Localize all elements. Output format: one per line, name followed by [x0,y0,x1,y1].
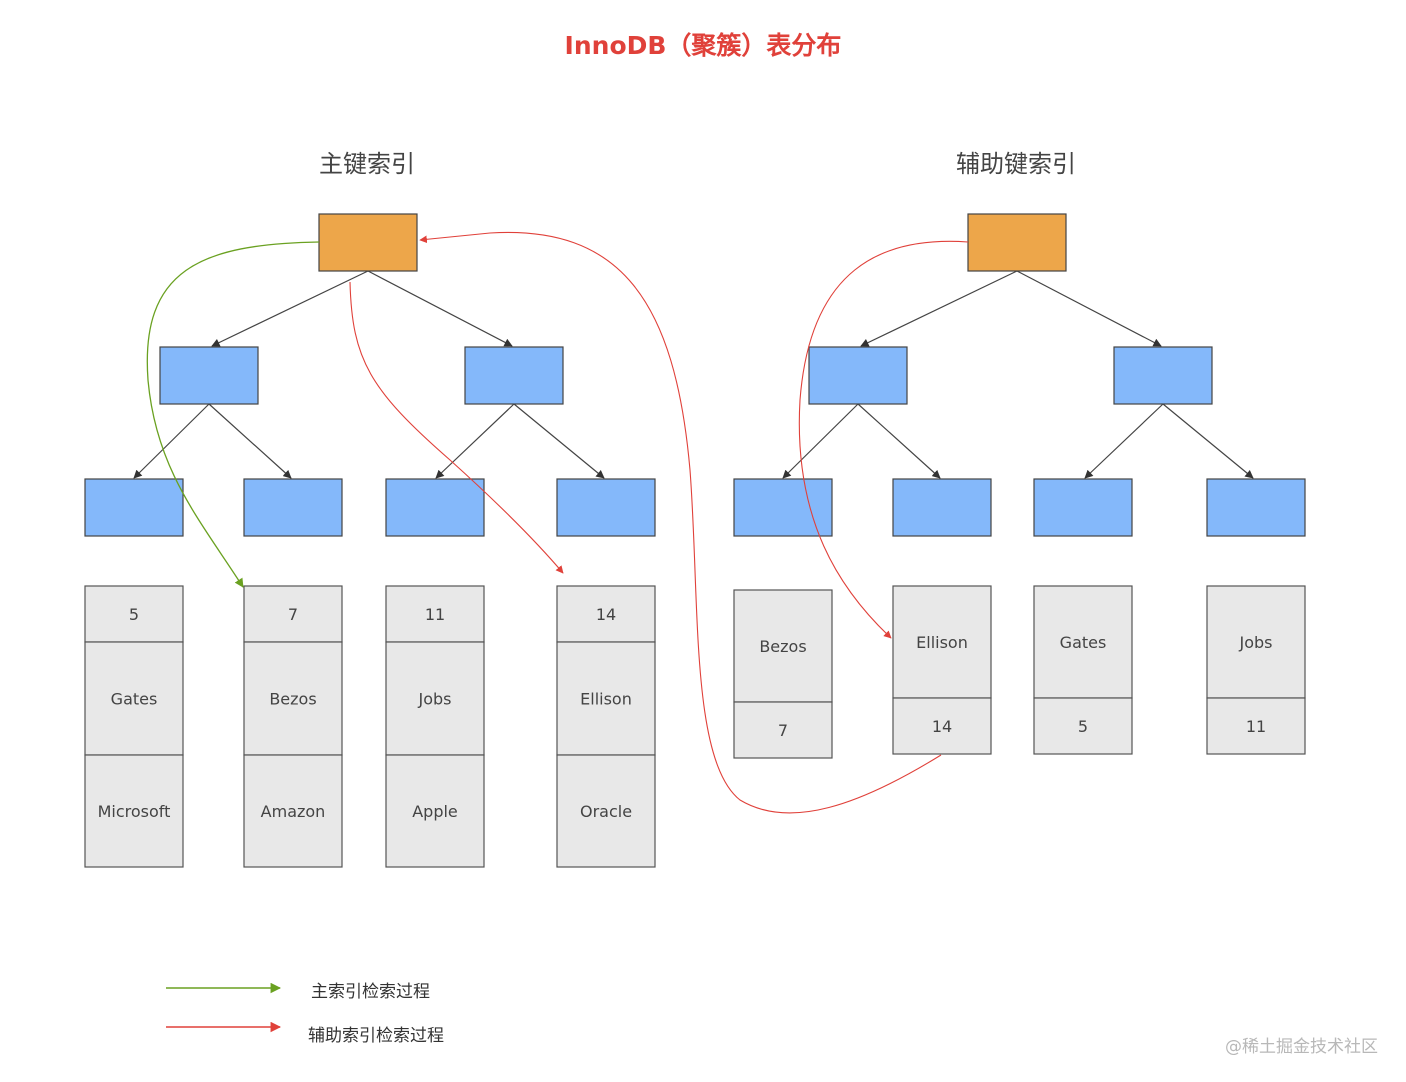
primary-level2-node [385,478,485,537]
legend-primary-label: 主索引检索过程 [311,982,430,1002]
primary-leaf-company-cell [84,754,184,868]
primary-leaf-company-text: Oracle [580,802,632,821]
tree-edge [133,403,210,479]
primary-leaf-name-text: Ellison [580,690,632,709]
diagram-title: InnoDB（聚簇）表分布 [564,31,842,60]
tree-edge [208,403,292,479]
primary-leaf-company-text: Amazon [261,802,326,821]
primary-leaf-company-text: Apple [412,802,458,821]
primary-leaf-id-text: 11 [425,605,445,624]
secondary-leaf-id-text: 5 [1078,717,1088,736]
secondary-inner-node [808,346,908,405]
secondary-search-path-back-to-primary-root [419,231,942,814]
primary-leaf-company-cell [556,754,656,868]
primary-level2-node [84,478,184,537]
tree-edge [211,270,369,347]
secondary-leaf-id-cell [733,701,833,759]
primary-leaf-id-text: 7 [288,605,298,624]
tree-edge [1162,403,1254,479]
tree-edge [857,403,941,479]
secondary-level2-node [1206,478,1306,537]
primary-leaf-company-cell [385,754,485,868]
secondary-leaf-id-cell [1033,697,1133,755]
secondary-leaf-name-cell [1206,585,1306,699]
secondary-leaf-id-text: 7 [778,721,788,740]
primary-index-heading: 主键索引 [319,150,415,178]
primary-inner-node [464,346,564,405]
secondary-leaf-name-text: Ellison [916,633,968,652]
primary-level2-node [556,478,656,537]
tree-edge [435,403,515,479]
secondary-level2-node [733,478,833,537]
secondary-leaf-name-text: Bezos [759,637,806,656]
legend-secondary-label: 辅助索引检索过程 [308,1026,444,1046]
primary-inner-node [159,346,259,405]
secondary-leaf-name-cell [892,585,992,699]
primary-root-node [318,213,418,272]
secondary-leaf-name-cell [733,589,833,703]
primary-leaf-name-text: Jobs [418,690,452,709]
tree-edge [860,270,1018,347]
secondary-leaf-id-cell [892,697,992,755]
primary-leaf-company-cell [243,754,343,868]
secondary-level2-node [892,478,992,537]
primary-leaf-name-text: Gates [111,690,158,709]
primary-leaf-name-cell [556,641,656,756]
secondary-leaf-name-cell [1033,585,1133,699]
primary-level2-node [243,478,343,537]
secondary-search-path-primary-descent [349,281,564,574]
secondary-leaf-name-text: Jobs [1239,633,1273,652]
secondary-root-node [967,213,1067,272]
secondary-leaf-name-text: Gates [1060,633,1107,652]
tree-edge [1016,270,1162,347]
secondary-search-path-to-leaf [798,240,969,639]
primary-leaf-id-cell [385,585,485,643]
tree-edge [1084,403,1164,479]
primary-search-path [146,241,320,588]
secondary-leaf-id-text: 11 [1246,717,1266,736]
secondary-level2-node [1033,478,1133,537]
secondary-inner-node [1113,346,1213,405]
primary-leaf-id-cell [556,585,656,643]
primary-leaf-company-text: Microsoft [98,802,171,821]
primary-leaf-id-text: 5 [129,605,139,624]
secondary-leaf-id-cell [1206,697,1306,755]
primary-leaf-id-text: 14 [596,605,616,624]
primary-leaf-name-cell [385,641,485,756]
tree-edge [513,403,605,479]
tree-edge [782,403,859,479]
primary-leaf-name-text: Bezos [269,690,316,709]
secondary-index-heading: 辅助键索引 [956,150,1076,178]
secondary-leaf-id-text: 14 [932,717,952,736]
watermark: @稀土掘金技术社区 [1225,1037,1378,1057]
tree-edge [367,270,513,347]
primary-leaf-id-cell [84,585,184,643]
